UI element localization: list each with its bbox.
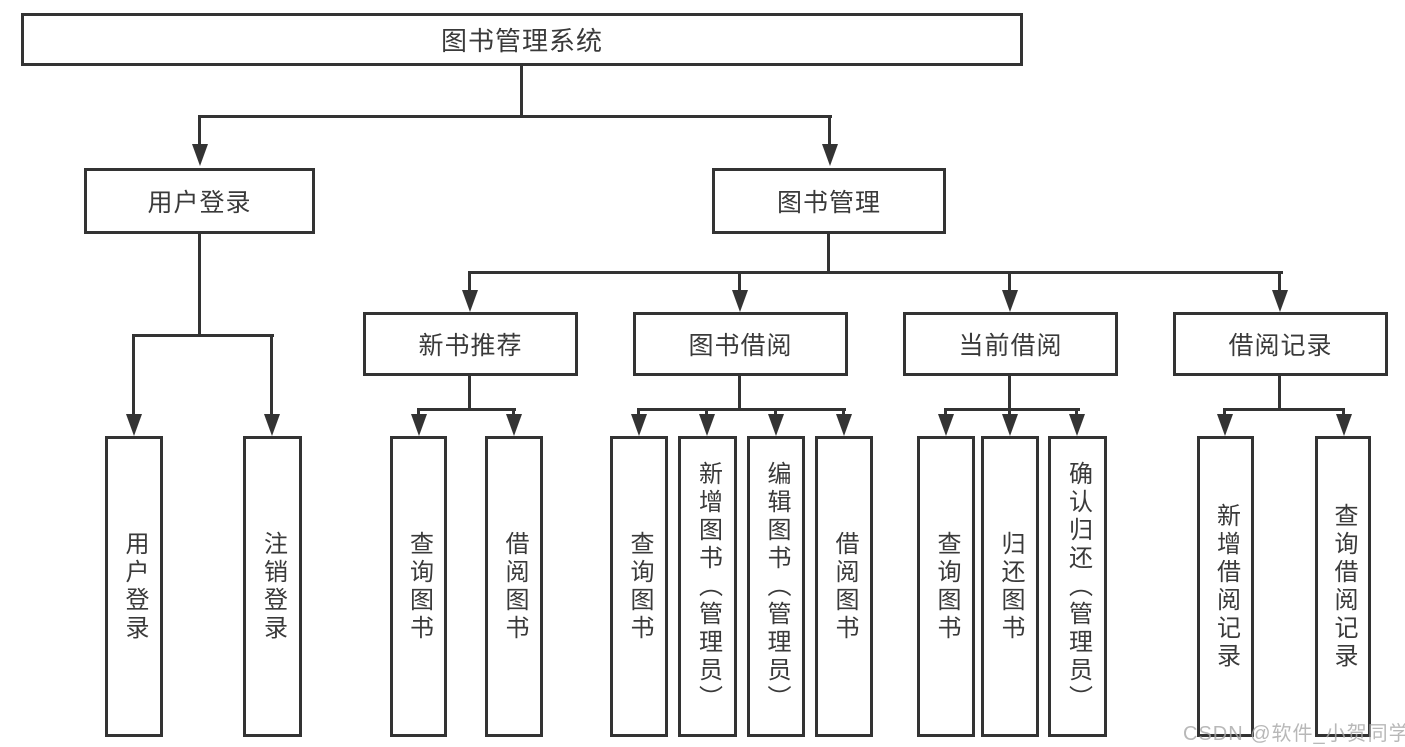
connector-leaf-drop bbox=[132, 334, 135, 416]
node-new-book-recommendation: 新书推荐 bbox=[363, 312, 578, 376]
connector-leaf-drop bbox=[944, 408, 947, 416]
leaf-label: 归还图书 bbox=[997, 530, 1024, 643]
leaf-user-login: 用户登录 bbox=[105, 436, 163, 737]
connector-leaf-drop bbox=[842, 408, 845, 416]
arrowhead-leaf bbox=[1069, 414, 1085, 436]
connector-leaf-drop bbox=[1342, 408, 1345, 416]
arrowhead-leaf bbox=[631, 414, 647, 436]
arrowhead-borrowing bbox=[732, 290, 748, 312]
arrowhead-leaf bbox=[506, 414, 522, 436]
connector-leaf-drop bbox=[1075, 408, 1078, 416]
leaf-label: 借阅图书 bbox=[831, 530, 858, 643]
arrowhead-leaf bbox=[126, 414, 142, 436]
csdn-watermark: CSDN @软件_小贺同学 bbox=[1183, 723, 1405, 745]
leaf-label: 编辑图书（管理员） bbox=[763, 460, 790, 713]
connector-leaf-drop bbox=[1008, 408, 1011, 416]
connector-current-rail bbox=[944, 408, 1080, 411]
leaf-borrow-books: 借阅图书 bbox=[815, 436, 873, 737]
leaf-query-books-recommend: 查询图书 bbox=[390, 436, 447, 737]
connector-level3-rail bbox=[468, 271, 1283, 274]
leaf-query-books-current: 查询图书 bbox=[917, 436, 975, 737]
node-book-borrowing: 图书借阅 bbox=[633, 312, 848, 376]
arrowhead-leaf bbox=[1336, 414, 1352, 436]
connector-leaf-drop bbox=[1223, 408, 1226, 416]
leaf-label: 注销登录 bbox=[259, 530, 287, 643]
node-label: 新书推荐 bbox=[418, 332, 523, 360]
arrowhead-leaf bbox=[836, 414, 852, 436]
node-user-login: 用户登录 bbox=[84, 168, 315, 234]
connector-leaf-drop bbox=[417, 408, 420, 416]
connector-leaf-drop bbox=[512, 408, 515, 416]
node-label: 用户登录 bbox=[147, 189, 252, 217]
connector-leaf-drop bbox=[270, 334, 273, 416]
arrowhead-leaf bbox=[938, 414, 954, 436]
node-book-management: 图书管理 bbox=[712, 168, 946, 234]
connector-root-stem bbox=[520, 66, 523, 118]
connector-borrowing-rail bbox=[637, 408, 846, 411]
node-label: 图书借阅 bbox=[688, 332, 793, 360]
connector-records-drop bbox=[1278, 271, 1281, 293]
connector-user-login-stem bbox=[198, 234, 201, 337]
connector-book-mgmt-stem bbox=[827, 234, 830, 274]
connector-borrowing-stem bbox=[738, 376, 741, 411]
node-borrowing-records: 借阅记录 bbox=[1173, 312, 1388, 376]
leaf-label: 查询图书 bbox=[626, 530, 653, 643]
connector-borrowing-drop bbox=[738, 271, 741, 293]
arrowhead-current bbox=[1002, 290, 1018, 312]
connector-recommend-rail bbox=[417, 408, 516, 411]
connector-book-mgmt-drop bbox=[828, 115, 831, 148]
connector-level2-rail bbox=[198, 115, 832, 118]
leaf-query-borrow-record: 查询借阅记录 bbox=[1315, 436, 1371, 737]
arrowhead-leaf bbox=[699, 414, 715, 436]
leaf-confirm-return-admin: 确认归还（管理员） bbox=[1048, 436, 1107, 737]
connector-recommend-drop bbox=[468, 271, 471, 293]
node-label: 借阅记录 bbox=[1228, 332, 1333, 360]
leaf-label: 新增借阅记录 bbox=[1212, 502, 1240, 671]
arrowhead-user-login bbox=[192, 144, 208, 166]
arrowhead-book-mgmt bbox=[822, 144, 838, 166]
leaf-borrow-books-recommend: 借阅图书 bbox=[485, 436, 543, 737]
leaf-label: 借阅图书 bbox=[501, 530, 528, 643]
node-library-system: 图书管理系统 bbox=[21, 13, 1023, 66]
connector-user-login-drop bbox=[198, 115, 201, 148]
leaf-label: 查询图书 bbox=[405, 530, 433, 643]
arrowhead-leaf bbox=[1002, 414, 1018, 436]
arrowhead-leaf bbox=[1217, 414, 1233, 436]
leaf-label: 用户登录 bbox=[121, 530, 148, 643]
connector-records-rail bbox=[1223, 408, 1345, 411]
connector-recommend-stem bbox=[468, 376, 471, 411]
arrowhead-leaf bbox=[411, 414, 427, 436]
connector-leaf-drop bbox=[637, 408, 640, 416]
node-label: 当前借阅 bbox=[958, 332, 1063, 360]
connector-leaf-drop bbox=[705, 408, 708, 416]
leaf-edit-books-admin: 编辑图书（管理员） bbox=[747, 436, 805, 737]
arrowhead-recommend bbox=[462, 290, 478, 312]
leaf-add-books-admin: 新增图书（管理员） bbox=[678, 436, 737, 737]
node-label: 图书管理 bbox=[776, 189, 881, 217]
leaf-query-books-borrow: 查询图书 bbox=[610, 436, 668, 737]
leaf-label: 确认归还（管理员） bbox=[1064, 460, 1092, 713]
leaf-label: 查询借阅记录 bbox=[1330, 502, 1357, 671]
leaf-add-borrow-record: 新增借阅记录 bbox=[1197, 436, 1254, 737]
connector-records-stem bbox=[1278, 376, 1281, 411]
leaf-logout: 注销登录 bbox=[243, 436, 302, 737]
connector-current-stem bbox=[1008, 376, 1011, 411]
node-current-borrowing: 当前借阅 bbox=[903, 312, 1118, 376]
arrowhead-leaf bbox=[264, 414, 280, 436]
connector-user-login-rail bbox=[132, 334, 274, 337]
arrowhead-leaf bbox=[768, 414, 784, 436]
connector-leaf-drop bbox=[774, 408, 777, 416]
leaf-label: 查询图书 bbox=[933, 530, 960, 643]
leaf-label: 新增图书（管理员） bbox=[694, 460, 722, 713]
arrowhead-records bbox=[1272, 290, 1288, 312]
node-label: 图书管理系统 bbox=[440, 26, 603, 56]
leaf-return-books: 归还图书 bbox=[981, 436, 1039, 737]
connector-current-drop bbox=[1008, 271, 1011, 293]
